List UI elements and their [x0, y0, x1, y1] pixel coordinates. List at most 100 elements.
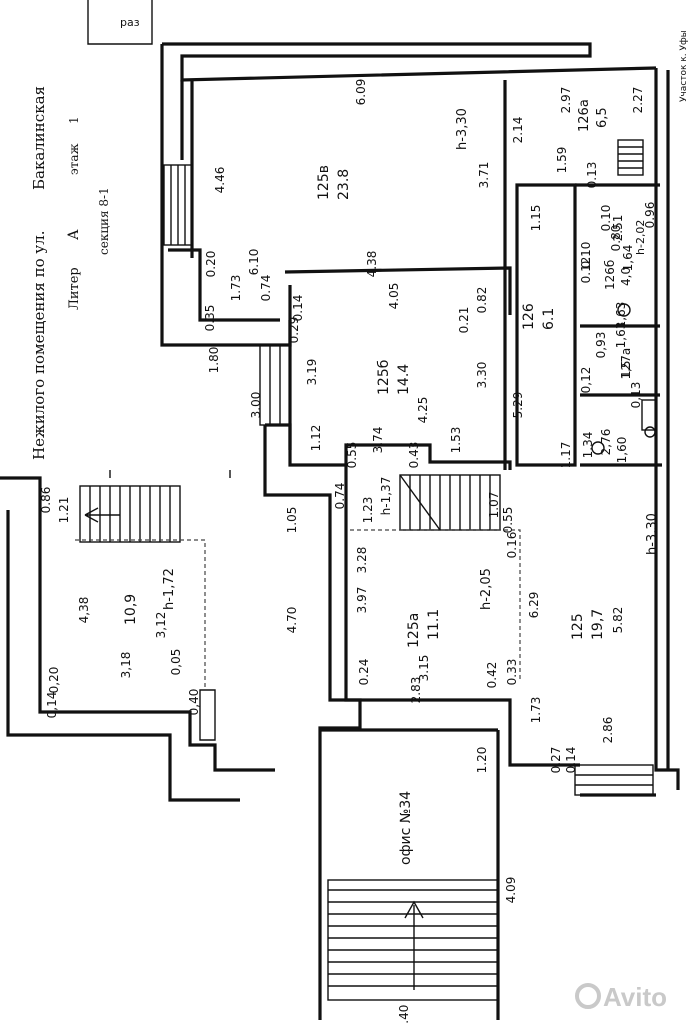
fragment-top: раз — [120, 16, 140, 29]
dimension-label: 5.82 — [611, 607, 625, 634]
dimension-label: 6.29 — [527, 592, 541, 619]
stair-arrow-icon — [84, 507, 120, 523]
window-bottom — [574, 764, 654, 796]
dimension-label: 2.86 — [601, 717, 615, 744]
stair-arrow-icon — [404, 900, 424, 990]
left-wing-wall — [0, 476, 275, 772]
dimension-label: 3.97 — [355, 587, 369, 614]
header: Нежилого помещения по ул. Бакалинская Ли… — [30, 86, 111, 460]
dimension-label: 0.80 — [609, 225, 623, 252]
dimension-label: 0.74 — [333, 483, 347, 510]
dimension-label: 4.46 — [213, 167, 227, 194]
room-area: 14.4 — [396, 364, 412, 395]
dimension-label: 0.12 — [579, 257, 593, 284]
fragment-frame — [87, 0, 153, 45]
header-litera-label: Литер — [67, 267, 82, 310]
dimension-label: 4.38 — [365, 251, 379, 278]
wall-room-126 — [503, 80, 577, 470]
dimension-label: 3,18 — [119, 652, 133, 679]
stairs-office — [327, 879, 499, 1001]
dimension-label: 4.25 — [416, 397, 430, 424]
dimension-label: 0.33 — [505, 659, 519, 686]
dimension-label: 1.20 — [475, 747, 489, 774]
room-labels: 125в 23.8 h-3,30 125б 14.4 126 6.1 126а … — [123, 99, 660, 865]
header-litera: А — [66, 229, 82, 240]
room-area: 6,5 — [595, 107, 610, 128]
dimension-label: 0,12 — [579, 367, 593, 394]
dimension-label: 0.13 — [585, 162, 599, 189]
room-number: 10,9 — [123, 594, 139, 625]
dimension-label: 0.55 — [345, 442, 359, 469]
dimension-label: 1.17 — [559, 442, 573, 469]
dimension-label: 3.19 — [305, 359, 319, 386]
dimension-label: 0,93 — [594, 332, 608, 359]
dimension-label: 2.97 — [559, 87, 573, 114]
wall-segment — [180, 80, 194, 258]
room-area: 11.1 — [426, 609, 442, 640]
fixtures — [591, 303, 657, 455]
dimension-label: 1.05 — [285, 507, 299, 534]
dimension-label: 0.43 — [407, 442, 421, 469]
dimension-label: 0.16 — [505, 532, 519, 559]
sink-icon — [644, 426, 656, 438]
dimension-label: 0.24 — [357, 659, 371, 686]
room-area: 19,7 — [590, 609, 606, 640]
room-number: 125б — [376, 360, 392, 395]
room-number: 125а — [406, 613, 422, 648]
dimension-label: 0.14 — [291, 295, 305, 322]
dimension-label: 3.30 — [475, 362, 489, 389]
dimension-label: 3.28 — [355, 547, 369, 574]
dimension-label: 0,13 — [629, 382, 643, 409]
dimension-label: 5.29 — [511, 392, 525, 419]
toilet-icon — [617, 303, 631, 317]
office-label: офис №34 — [398, 791, 414, 865]
dimension-label: 4.70 — [285, 607, 299, 634]
dimension-label: 2.83 — [409, 677, 423, 704]
dimension-label: 1,60 — [615, 437, 629, 464]
dimension-label: 0.21 — [457, 307, 471, 334]
dimension-label: 0.10 — [579, 242, 593, 269]
room-number: 126б — [603, 260, 617, 290]
dimension-label: 2.14 — [511, 117, 525, 144]
dimension-label: 2.27 — [631, 87, 645, 114]
room-height: h-2,02 — [634, 220, 647, 255]
dimension-label: 1.73 — [529, 697, 543, 724]
dimension-label: 1.34 — [581, 432, 595, 459]
top-fragments: раз Участок к. Уфы — [120, 16, 688, 102]
dimension-label: 0.29 — [287, 317, 301, 344]
dimension-label: 0,40 — [187, 689, 201, 716]
dimension-label: 1.15 — [529, 205, 543, 232]
wall-right-cells — [575, 183, 662, 467]
dimension-label: 1.21 — [57, 497, 71, 524]
outer-wall-top — [162, 42, 657, 82]
dimension-label: 3.40 — [397, 1005, 411, 1024]
dimension-label: 1.59 — [555, 147, 569, 174]
dimension-label: 0.27 — [549, 747, 563, 774]
room-height: h-3,30 — [645, 513, 660, 555]
room-height: h-3,30 — [455, 108, 470, 150]
stairs-small — [617, 139, 644, 176]
dimension-label: 1.53 — [449, 427, 463, 454]
dashed-outlines — [75, 529, 521, 690]
dimension-label: 0.74 — [259, 275, 273, 302]
pillar — [168, 248, 280, 322]
room-number: 125 — [570, 613, 586, 640]
dimension-label: 0.42 — [485, 662, 499, 689]
dimension-label: 3.74 — [371, 427, 385, 454]
wall-below-125b — [265, 423, 512, 470]
dimension-label: h-1,37 — [379, 477, 393, 516]
header-title: Нежилого помещения по ул. — [30, 230, 48, 460]
dimension-label: 4.05 — [387, 283, 401, 310]
inner-wall-125v — [284, 266, 512, 315]
dimension-label: 0.35 — [203, 305, 217, 332]
dimension-label: 1.12 — [309, 425, 323, 452]
toilet-icon — [591, 441, 605, 455]
dimension-label: 4,38 — [77, 597, 91, 624]
dimension-label: 1,64 — [621, 245, 635, 272]
dimension-label: 0.96 — [643, 202, 657, 229]
dimension-label: 0.55 — [501, 507, 515, 534]
doorway — [259, 344, 291, 426]
